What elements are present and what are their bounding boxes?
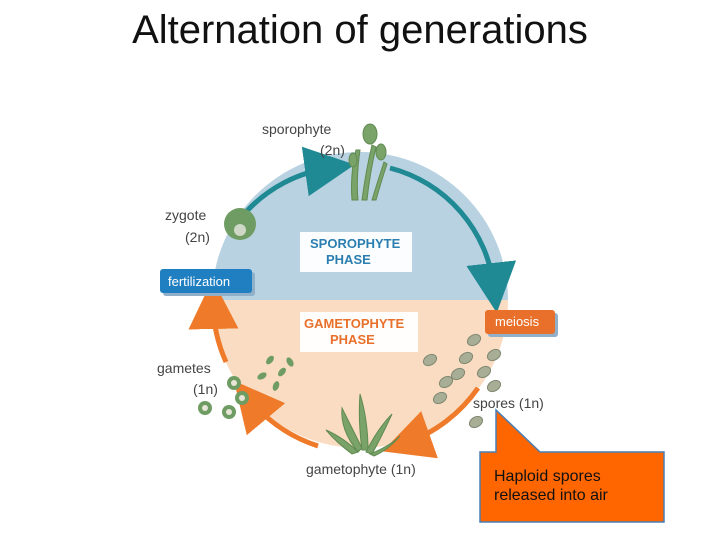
- sporophyte-phase-box: [300, 232, 412, 272]
- sporophyte-arrow-right: [389, 165, 517, 313]
- zygote-ploidy-label: (2n): [185, 229, 210, 245]
- page-title: Alternation of generations: [132, 8, 588, 52]
- meiosis-label: meiosis: [495, 314, 540, 329]
- gametes-label: gametes: [157, 360, 211, 376]
- gametophyte-arrow-left: [233, 380, 319, 449]
- gametophyte-phase-box: [300, 312, 418, 352]
- zygote-cell-icon: [224, 208, 256, 240]
- fertilization-step: fertilization: [160, 269, 255, 296]
- sporophyte-arrow-left: [244, 146, 355, 214]
- spores-label: spores (1n): [473, 395, 544, 411]
- callout-box: [479, 408, 665, 523]
- spore-icon: [422, 333, 502, 429]
- sporophyte-plant-icon: [348, 123, 388, 201]
- gametophyte-phase-line1: GAMETOPHYTE: [304, 316, 404, 331]
- callout-text: Haploid spores released into air: [494, 468, 608, 504]
- sporophyte-phase-line2: PHASE: [326, 252, 371, 267]
- meiosis-step: meiosis: [485, 310, 558, 337]
- gamete-icon: [198, 355, 294, 419]
- gametophyte-phase-line2: PHASE: [330, 332, 375, 347]
- zygote-label: zygote: [165, 207, 206, 223]
- gametophyte-plant-icon: [325, 393, 401, 457]
- sporophyte-ploidy-label: (2n): [320, 142, 345, 158]
- gametes-ploidy-label: (1n): [193, 381, 218, 397]
- sporophyte-label: sporophyte: [262, 121, 331, 137]
- sporophyte-phase-line1: SPOROPHYTE: [310, 236, 401, 251]
- fertilization-label: fertilization: [168, 274, 230, 289]
- gametophyte-arrow-right: [382, 386, 481, 459]
- gametophyte-phase-area: [212, 300, 508, 448]
- gametophyte-label: gametophyte (1n): [306, 461, 416, 477]
- gametophyte-arrow-up: [188, 279, 239, 364]
